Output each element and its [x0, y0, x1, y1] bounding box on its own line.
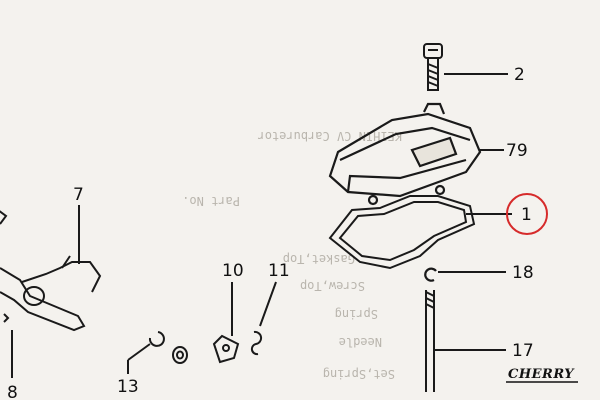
bleed-row-5: Set,Spring: [323, 367, 395, 381]
callout-11: 11: [268, 261, 290, 281]
spring-clip-part: [250, 330, 263, 356]
bleed-row-1: Gasket,Top: [283, 252, 355, 266]
cherry-logo-text: CHERRY: [508, 367, 575, 382]
bleed-col-header: Part No.: [182, 194, 240, 208]
callout-8: 8: [7, 383, 18, 400]
bleed-heading: KEIHIN CV Carburetor: [258, 129, 403, 143]
callout-13: 13: [117, 377, 139, 397]
bleed-row-4: Needle: [339, 335, 382, 349]
screw-part: [423, 43, 443, 91]
cherry-logo: CHERRY: [506, 367, 578, 383]
leader-11: [259, 281, 277, 327]
callout-17: 17: [512, 341, 534, 361]
bleed-row-2: Screw,Top: [300, 279, 365, 293]
highlight-circle: [506, 193, 548, 235]
callout-18: 18: [512, 263, 534, 283]
bleed-through-text: KEIHIN CV Carburetor Part No. Gasket,Top…: [182, 129, 402, 381]
clip-part: [424, 267, 437, 282]
pin-part: [3, 313, 10, 323]
callout-7: 7: [73, 185, 84, 205]
leader-13b: [127, 343, 151, 361]
callout-2: 2: [514, 65, 525, 85]
callout-10: 10: [222, 261, 244, 281]
bracket-part: [212, 334, 240, 364]
needle-part: [425, 290, 435, 392]
callout-1: 1: [521, 205, 532, 225]
bleed-row-3: Spring: [335, 307, 378, 321]
callout-79: 79: [506, 141, 528, 161]
washer-part: [148, 331, 188, 364]
top-cover-part: [328, 102, 482, 206]
throttle-lever-part: [0, 210, 102, 332]
